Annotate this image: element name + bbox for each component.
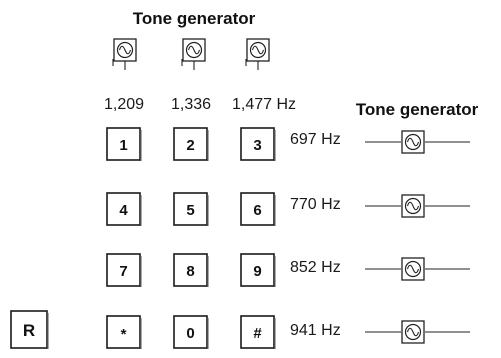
key-9[interactable]: 9 [240, 253, 276, 287]
key-0-label: 0 [186, 325, 194, 342]
key-6-label: 6 [253, 202, 261, 219]
top-title: Tone generator [133, 9, 256, 28]
row-freq-2: 770 Hz [290, 196, 341, 213]
column-freq-1: 1,209 [104, 96, 144, 113]
right-title: Tone generator [356, 100, 479, 119]
key-hash[interactable]: # [240, 315, 276, 349]
key-star[interactable]: * [106, 315, 142, 349]
row-freq-3: 852 Hz [290, 259, 341, 276]
key-star-label: * [121, 326, 127, 343]
column-generator-2 [181, 38, 206, 70]
key-8[interactable]: 8 [173, 253, 209, 287]
column-generator-1 [112, 38, 137, 70]
key-r-label: R [23, 321, 35, 340]
key-9-label: 9 [253, 263, 261, 280]
key-4[interactable]: 4 [106, 192, 142, 226]
key-1-label: 1 [119, 137, 127, 154]
key-2-label: 2 [186, 137, 194, 154]
key-2[interactable]: 2 [173, 127, 209, 161]
row-generator-4 [365, 320, 470, 344]
key-8-label: 8 [186, 263, 194, 280]
row-freq-4: 941 Hz [290, 322, 341, 339]
key-6[interactable]: 6 [240, 192, 276, 226]
key-7-label: 7 [119, 263, 127, 280]
key-5-label: 5 [186, 202, 194, 219]
column-freq-3: 1,477 Hz [232, 96, 296, 113]
column-generator-3 [245, 38, 270, 70]
row-generator-3 [365, 257, 470, 281]
key-7[interactable]: 7 [106, 253, 142, 287]
column-freq-2: 1,336 [171, 96, 211, 113]
key-4-label: 4 [119, 202, 128, 219]
key-hash-label: # [253, 325, 262, 342]
key-3-label: 3 [253, 137, 261, 154]
key-3[interactable]: 3 [240, 127, 276, 161]
key-r[interactable]: R [10, 310, 49, 349]
key-1[interactable]: 1 [106, 127, 142, 161]
row-generator-2 [365, 194, 470, 218]
row-freq-1: 697 Hz [290, 131, 341, 148]
row-generator-1 [365, 130, 470, 154]
key-0[interactable]: 0 [173, 315, 209, 349]
key-5[interactable]: 5 [173, 192, 209, 226]
